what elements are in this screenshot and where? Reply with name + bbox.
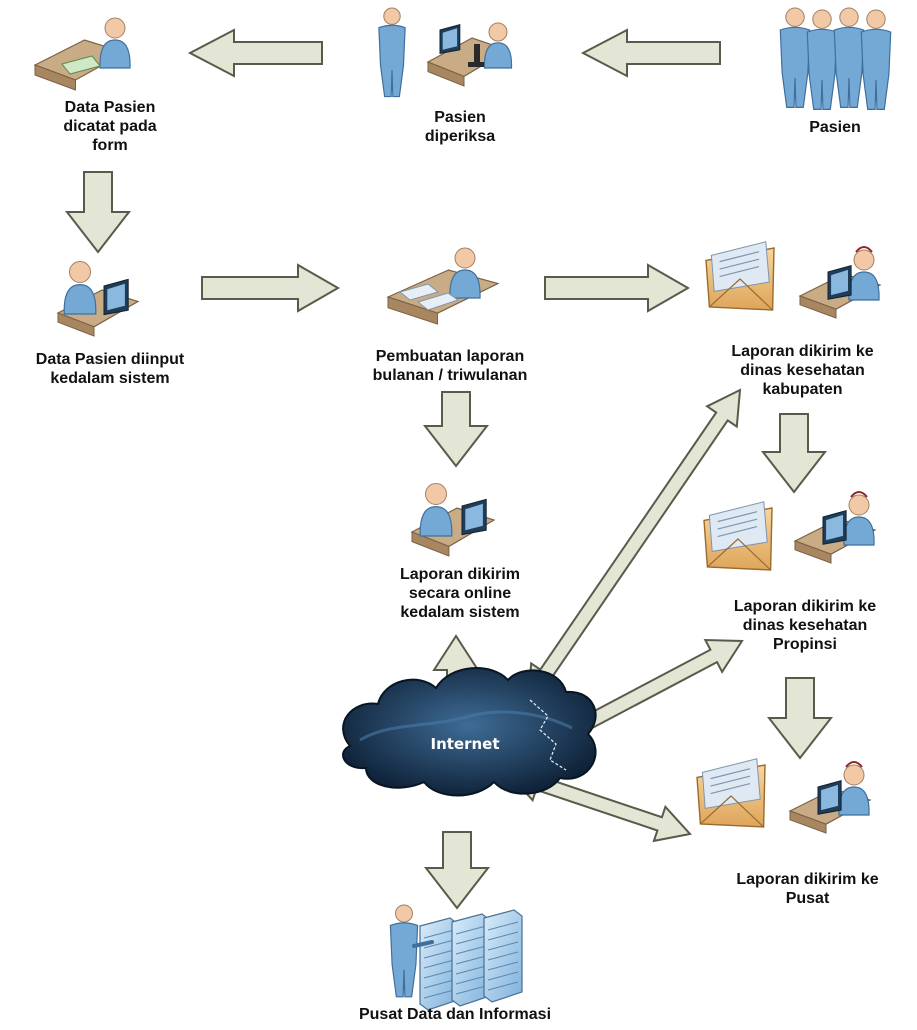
arrow-down-to-input: [64, 171, 132, 254]
computer-user-icon: [410, 483, 496, 557]
arrow-right-to-kabupaten: [544, 263, 691, 313]
arrow-left-to-exam: [580, 28, 721, 78]
arrow-down-to-online: [422, 391, 490, 468]
label-internet: Internet: [430, 735, 500, 753]
label-laporan-propinsi: Laporan dikirim ke dinas kesehatan Propi…: [733, 598, 877, 653]
desk-writing-icon: [33, 17, 131, 91]
label-pembuatan-laporan: Pembuatan laporan bulanan / triwulanan: [372, 348, 528, 384]
label-laporan-kabupaten: Laporan dikirim ke dinas kesehatan kabup…: [731, 343, 874, 398]
label-laporan-online: Laporan dikirim secara online kedalam si…: [399, 566, 521, 621]
mail-envelope-icon: [696, 758, 872, 834]
doctor-examination-icon: [378, 7, 513, 98]
patient-group-icon: [779, 7, 892, 110]
mail-envelope-icon: [703, 491, 877, 571]
arrow-right-to-report: [201, 263, 341, 313]
arrow-down-to-pusat: [766, 677, 834, 760]
desk-report-icon: [386, 247, 500, 325]
label-data-pasien-dicatat: Data Pasien dicatat pada form: [63, 99, 157, 154]
computer-user-icon: [56, 261, 140, 337]
icons-layer: [33, 7, 892, 1011]
label-data-pasien-diinput: Data Pasien diinput kedalam sistem: [35, 351, 185, 387]
data-center-server-icon: [389, 904, 523, 1011]
label-pasien: Pasien: [809, 119, 861, 136]
label-pasien-diperiksa: Pasien diperiksa: [424, 109, 496, 145]
arrow-down-to-propinsi: [760, 413, 828, 494]
internet-cloud-icon: [342, 667, 597, 797]
mail-envelope-icon: [705, 241, 882, 319]
label-laporan-pusat: Laporan dikirim ke Pusat: [736, 871, 879, 907]
label-pusat-data: Pusat Data dan Informasi: [358, 1006, 552, 1023]
arrow-down-to-datacenter: [423, 831, 491, 910]
arrow-left-to-form: [187, 28, 323, 78]
